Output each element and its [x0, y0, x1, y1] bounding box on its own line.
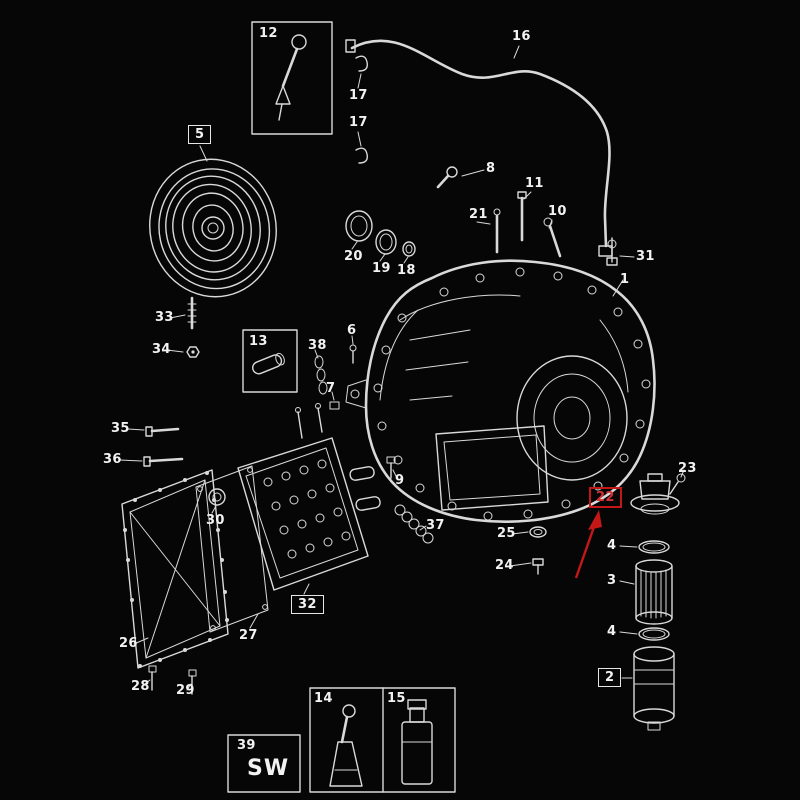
- leader-lines: [119, 45, 685, 691]
- part-label-32: 32: [291, 595, 324, 614]
- part-label-29: 29: [176, 683, 195, 698]
- transmission-case-drawing: [345, 259, 656, 523]
- part-label-34: 34: [152, 342, 171, 357]
- part-label-4a: 4: [607, 538, 617, 553]
- part-label-30: 30: [206, 513, 225, 528]
- side-bolts-drawing: [143, 426, 184, 467]
- dipstick-box-drawing: [251, 21, 333, 135]
- part-label-14: 14: [314, 691, 333, 706]
- part-label-23: 23: [678, 461, 697, 476]
- part-label-1: 1: [620, 272, 630, 287]
- valve-body-drawing: [208, 403, 434, 591]
- torque-converter-drawing: [149, 158, 277, 298]
- stud-nut-drawing: [186, 296, 200, 358]
- part-label-12: 12: [259, 26, 278, 41]
- part-label-17a: 17: [349, 88, 368, 103]
- oil-filter-stack-drawing: [630, 473, 686, 731]
- part-label-18: 18: [397, 263, 416, 278]
- pin-box-drawing: [242, 329, 298, 393]
- part-label-4b: 4: [607, 624, 617, 639]
- part-label-sw: SW: [247, 756, 290, 781]
- part-label-37: 37: [426, 518, 445, 533]
- highlight-arrow: [574, 510, 602, 579]
- part-label-26: 26: [119, 636, 138, 651]
- accessory-boxes-drawing: [309, 687, 456, 793]
- part-label-20: 20: [344, 249, 363, 264]
- oil-pan-drawing: [121, 465, 269, 695]
- hose-drawing: [345, 39, 613, 257]
- part-label-33: 33: [155, 310, 174, 325]
- seal-rings-drawing: [345, 210, 416, 257]
- part-label-38: 38: [308, 338, 327, 353]
- top-fasteners-drawing: [436, 166, 618, 266]
- part-label-16: 16: [512, 29, 531, 44]
- part-label-31: 31: [636, 249, 655, 264]
- part-label-24: 24: [495, 558, 514, 573]
- part-label-15: 15: [387, 691, 406, 706]
- part-label-6: 6: [347, 323, 357, 338]
- part-label-27: 27: [239, 628, 258, 643]
- part-label-7: 7: [326, 381, 336, 396]
- part-label-3: 3: [607, 573, 617, 588]
- part-label-21: 21: [469, 207, 488, 222]
- part-label-39: 39: [237, 738, 256, 753]
- plugs-drawing: [529, 526, 547, 575]
- part-label-13: 13: [249, 334, 268, 349]
- part-label-22: 22: [589, 487, 622, 508]
- part-label-5: 5: [188, 125, 212, 144]
- part-label-25: 25: [497, 526, 516, 541]
- part-label-17b: 17: [349, 115, 368, 130]
- part-label-28: 28: [131, 679, 150, 694]
- part-label-10: 10: [548, 204, 567, 219]
- part-label-19: 19: [372, 261, 391, 276]
- sw-box-drawing: [227, 734, 301, 793]
- part-label-8: 8: [486, 161, 496, 176]
- part-label-35: 35: [111, 421, 130, 436]
- part-label-36: 36: [103, 452, 122, 467]
- part-label-2: 2: [598, 668, 622, 687]
- part-label-9: 9: [395, 473, 405, 488]
- part-label-11: 11: [525, 176, 544, 191]
- small-parts-drawing: [314, 344, 357, 410]
